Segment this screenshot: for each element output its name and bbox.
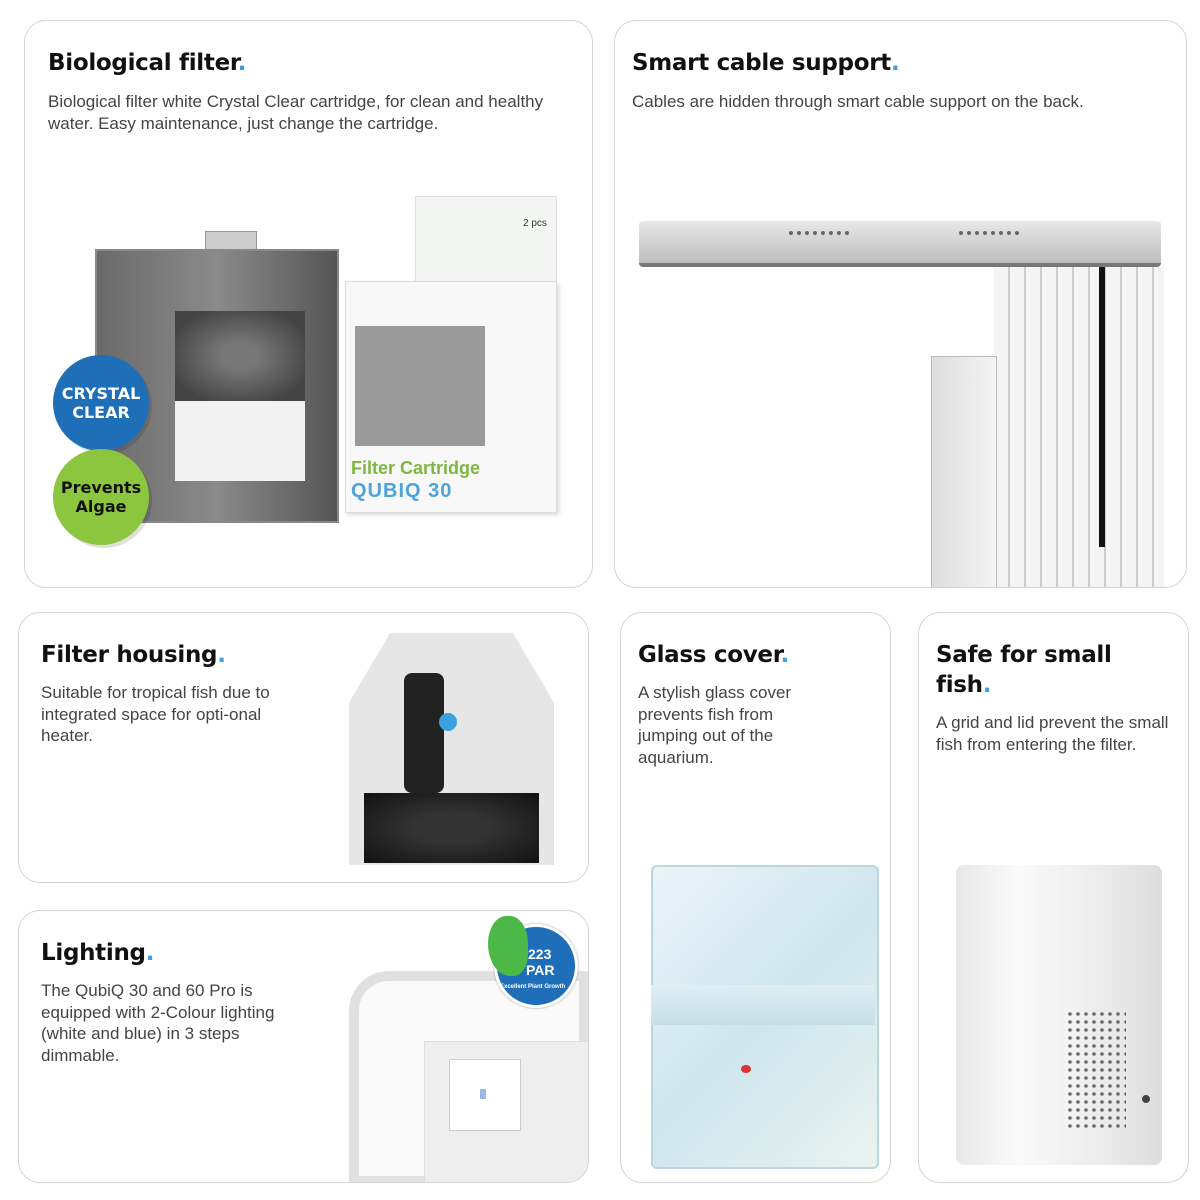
product-box-image: 2 pcs Filter Cartridge QUBIQ 30 bbox=[345, 196, 560, 516]
par-caption: Excellent Plant Growth bbox=[500, 984, 566, 990]
card-description: A stylish glass cover prevents fish from… bbox=[638, 683, 792, 767]
card-title: Glass cover. bbox=[638, 642, 789, 668]
card-title: Filter housing. bbox=[41, 642, 226, 668]
cable-support-image bbox=[639, 221, 1186, 587]
card-filter-housing: Filter housing. Suitable for tropical fi… bbox=[18, 612, 589, 883]
card-title: Biological filter. bbox=[48, 50, 247, 76]
card-description: A grid and lid prevent the small fish fr… bbox=[936, 713, 1169, 754]
glass-cover-image bbox=[651, 865, 879, 1169]
filter-grid-image bbox=[956, 865, 1162, 1165]
badge-prevents-algae: Prevents Algae bbox=[53, 449, 149, 545]
card-safe-for-small-fish: Safe for small fish. A grid and lid prev… bbox=[918, 612, 1189, 1183]
par-unit: PAR bbox=[526, 962, 555, 978]
card-description: The QubiQ 30 and 60 Pro is equipped with… bbox=[41, 981, 275, 1065]
card-smart-cable-support: Smart cable support. Cables are hidden t… bbox=[614, 20, 1187, 588]
card-glass-cover: Glass cover. A stylish glass cover preve… bbox=[620, 612, 891, 1183]
badge-crystal-clear: CRYSTAL CLEAR bbox=[53, 355, 149, 451]
card-title: Lighting. bbox=[41, 940, 155, 966]
card-biological-filter: Biological filter. Biological filter whi… bbox=[24, 20, 593, 588]
card-description: Cables are hidden through smart cable su… bbox=[632, 92, 1084, 111]
par-value: 223 bbox=[528, 946, 552, 962]
card-title: Safe for small fish. bbox=[936, 642, 1112, 698]
card-lighting: Lighting. The QubiQ 30 and 60 Pro is equ… bbox=[18, 910, 589, 1183]
card-description: Suitable for tropical fish due to integr… bbox=[41, 683, 270, 745]
filter-housing-image bbox=[334, 633, 569, 865]
par-badge: 223 PAR Excellent Plant Growth bbox=[486, 916, 578, 1008]
box-label: Filter Cartridge bbox=[351, 458, 481, 478]
filter-cartridge-image bbox=[95, 231, 339, 541]
card-title: Smart cable support. bbox=[632, 50, 900, 76]
box-pcs-top: 2 pcs bbox=[523, 218, 547, 229]
lighting-image bbox=[349, 971, 588, 1182]
card-description: Biological filter white Crystal Clear ca… bbox=[48, 92, 544, 133]
box-model: QUBIQ 30 bbox=[351, 480, 453, 502]
